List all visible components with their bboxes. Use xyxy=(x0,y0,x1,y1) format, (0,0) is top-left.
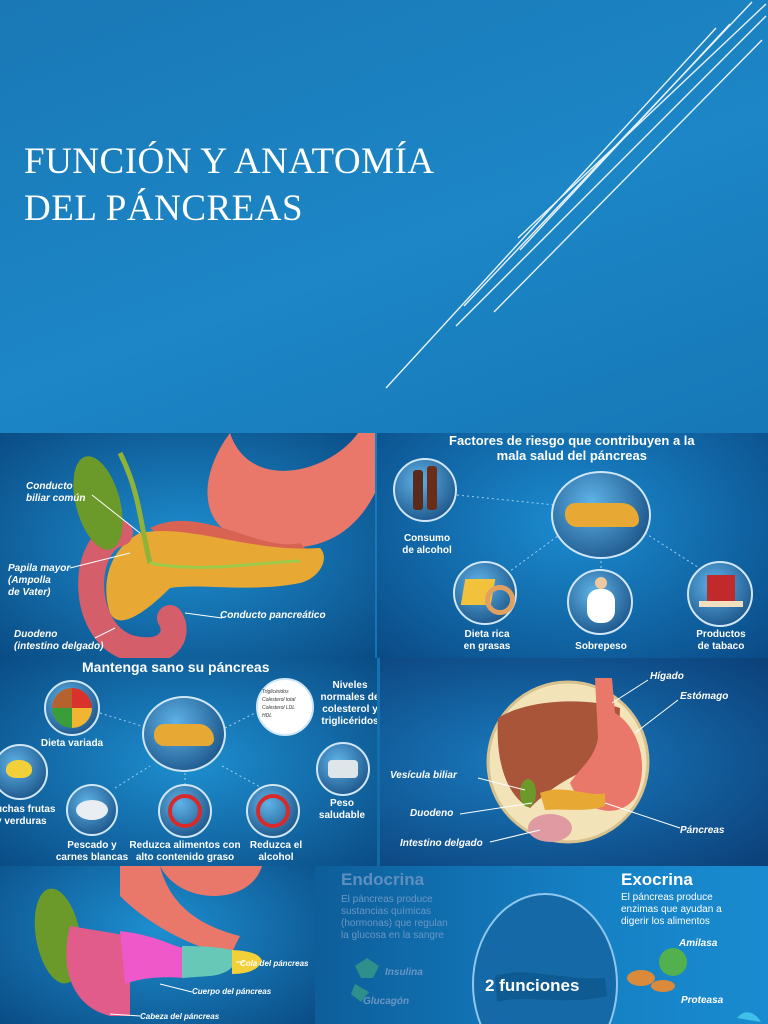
label-duodeno: Duodeno (intestino delgado) xyxy=(14,629,104,652)
fish-plate-icon xyxy=(66,784,118,836)
two-functions-label: 2 funciones xyxy=(485,976,580,995)
label-conducto-biliar: Conducto biliar común xyxy=(26,481,86,504)
healthy-label-frutas: uchas frutas y verduras xyxy=(0,804,56,827)
cholesterol-chart-icon: Triglicéridos Colesterol total Colestero… xyxy=(256,678,314,736)
slide-title: FUNCIÓN Y ANATOMÍA DEL PÁNCREAS xyxy=(24,138,464,232)
anatomy-illustration xyxy=(69,433,375,658)
label-amilasa: Amilasa xyxy=(679,938,718,949)
pancreas-icon xyxy=(551,471,651,559)
pancreas-parts-illustration xyxy=(34,866,262,1017)
endocrina-text: El páncreas produce sustancias químicas … xyxy=(341,894,448,941)
bottles-icon xyxy=(393,458,457,522)
label-papila-mayor: Papila mayor (Ampolla de Vater) xyxy=(8,563,71,598)
pancreas-parts-panel: Cola del páncreas Cuerpo del páncreas Ca… xyxy=(0,866,315,1024)
anatomy-panel: Conducto biliar común Papila mayor (Ampo… xyxy=(0,433,375,658)
label-intestino: Intestino delgado xyxy=(400,838,483,849)
person-icon xyxy=(567,569,633,635)
no-alcohol-icon xyxy=(246,784,300,838)
healthy-connector-lines xyxy=(99,712,263,789)
healthy-label-colesterol: Niveles normales de colesterol y triglic… xyxy=(320,680,377,727)
functions-illustration xyxy=(351,893,761,1024)
label-cuerpo: Cuerpo del páncreas xyxy=(192,987,272,996)
label-insulina: Insulina xyxy=(385,967,423,978)
healthy-panel: Mantenga sano su páncreas Triglicéridos … xyxy=(0,658,377,866)
label-conducto-pancreatico: Conducto pancreático xyxy=(220,610,326,621)
title-line-1: FUNCIÓN Y ANATOMÍA xyxy=(24,141,435,182)
healthy-pancreas-icon xyxy=(142,696,226,772)
title-line-2: DEL PÁNCREAS xyxy=(24,188,304,229)
decorative-lines xyxy=(385,1,767,389)
label-cabeza: Cabeza del páncreas xyxy=(140,1012,220,1021)
healthy-label-peso: Peso saludable xyxy=(318,798,366,821)
no-fat-icon xyxy=(158,784,212,838)
chol-label-3: Colesterol LDL xyxy=(262,705,296,711)
risk-label-alcohol: Consumo de alcohol xyxy=(402,533,452,556)
healthy-label-grasas: Reduzca alimentos con alto contenido gra… xyxy=(129,840,241,863)
risk-factors-panel: Factores de riesgo que contribuyen a la … xyxy=(377,433,768,658)
label-cola: Cola del páncreas xyxy=(240,959,309,968)
risk-label-grasas: Dieta rica en grasas xyxy=(463,629,511,652)
healthy-label-pescado: Pescado y carnes blancas xyxy=(55,840,129,863)
label-estomago: Estómago xyxy=(680,691,729,702)
label-higado: Hígado xyxy=(650,671,684,682)
healthy-label-alcohol: Reduzca el alcohol xyxy=(249,840,303,863)
healthy-panel-title: Mantenga sano su páncreas xyxy=(82,659,270,675)
scale-icon xyxy=(316,742,370,796)
functions-panel: Endocrina El páncreas produce sustancias… xyxy=(315,866,768,1024)
fruits-icon xyxy=(0,744,48,800)
chol-label-2: Colesterol total xyxy=(262,697,296,703)
healthy-label-dieta: Dieta variada xyxy=(40,738,104,749)
risk-label-sobrepeso: Sobrepeso xyxy=(575,641,627,652)
exocrina-text: El páncreas produce enzimas que ayudan a… xyxy=(621,892,722,927)
cheese-icon xyxy=(453,561,517,625)
risk-label-tabaco: Productos de tabaco xyxy=(696,629,746,652)
varied-diet-icon xyxy=(44,680,100,736)
chol-label-1: Triglicéridos xyxy=(262,689,289,695)
label-vesicula: Vesícula biliar xyxy=(390,770,457,781)
chol-label-4: HDL xyxy=(262,713,273,719)
organs-illustration xyxy=(459,678,681,844)
label-glucagon: Glucagón xyxy=(363,996,410,1007)
endocrina-heading: Endocrina xyxy=(341,870,425,889)
label-proteasa: Proteasa xyxy=(681,995,724,1006)
exocrina-heading: Exocrina xyxy=(621,870,693,889)
organs-panel: Hígado Estómago Vesícula biliar Duodeno … xyxy=(380,658,768,866)
risk-panel-title: Factores de riesgo que contribuyen a la … xyxy=(449,433,695,463)
cigarettes-icon xyxy=(687,561,753,627)
label-pancreas: Páncreas xyxy=(680,825,725,836)
label-duodeno-organs: Duodeno xyxy=(410,808,454,819)
